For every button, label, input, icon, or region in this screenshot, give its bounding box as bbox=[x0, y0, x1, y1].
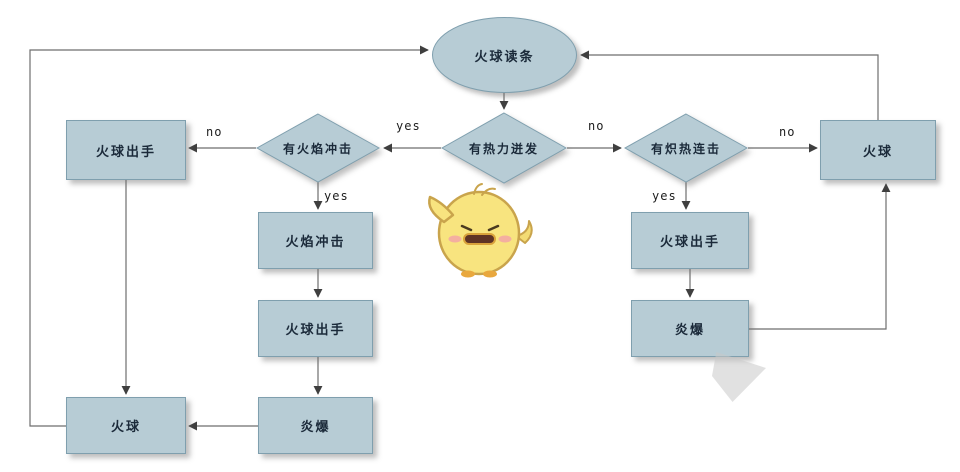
edge-label-no-fireblast-left: no bbox=[206, 125, 223, 139]
node-fireball-release-right: 火球出手 bbox=[631, 212, 749, 269]
edge-label-yes-hotstreak-left: yes bbox=[396, 119, 421, 133]
node-fireball-release-mid: 火球出手 bbox=[258, 300, 373, 357]
decision-heating-up: 有炽热连击 bbox=[624, 113, 748, 183]
node-label: 火焰冲击 bbox=[285, 235, 346, 250]
node-label: 火球读条 bbox=[474, 49, 535, 65]
diamond-shape bbox=[624, 113, 748, 183]
node-label: 有热力迸发 bbox=[468, 141, 539, 156]
node-label: 火球出手 bbox=[95, 144, 156, 160]
node-label: 火球 bbox=[110, 420, 141, 435]
edge-fireballtr-to-start bbox=[580, 50, 879, 120]
node-fireball-top-right: 火球 bbox=[820, 120, 936, 180]
node-pyroblast-mid: 炎爆 bbox=[258, 397, 373, 454]
chick-mascot-illustration bbox=[428, 183, 533, 278]
node-label: 有火焰冲击 bbox=[282, 141, 353, 156]
edge-label-no-heatingup-right: no bbox=[779, 125, 796, 139]
node-label: 火球出手 bbox=[285, 323, 346, 338]
edge-label-no-hotstreak-right: no bbox=[588, 119, 605, 133]
decision-fire-blast-available: 有火焰冲击 bbox=[256, 113, 380, 183]
node-fire-blast: 火焰冲击 bbox=[258, 212, 373, 269]
diamond-shape bbox=[441, 112, 567, 184]
edge-label-yes-heatingup-down: yes bbox=[652, 189, 677, 203]
node-pyroblast-right: 炎爆 bbox=[631, 300, 749, 357]
node-fireball-release-left: 火球出手 bbox=[66, 120, 186, 180]
node-fireball-casting: 火球读条 bbox=[432, 17, 577, 93]
edge-label-yes-fireblast-down: yes bbox=[324, 189, 349, 203]
node-label: 有炽热连击 bbox=[650, 141, 721, 156]
node-label: 火球 bbox=[862, 144, 893, 160]
node-fireball-bottom-left: 火球 bbox=[66, 397, 186, 454]
watermark-artifact bbox=[712, 352, 766, 402]
diamond-shape bbox=[256, 113, 380, 183]
node-label: 火球出手 bbox=[659, 235, 720, 250]
node-label: 炎爆 bbox=[300, 420, 331, 435]
decision-hot-streak: 有热力迸发 bbox=[441, 112, 567, 184]
node-label: 炎爆 bbox=[674, 323, 705, 338]
edge-pyroright-to-fireballtr bbox=[749, 183, 891, 330]
